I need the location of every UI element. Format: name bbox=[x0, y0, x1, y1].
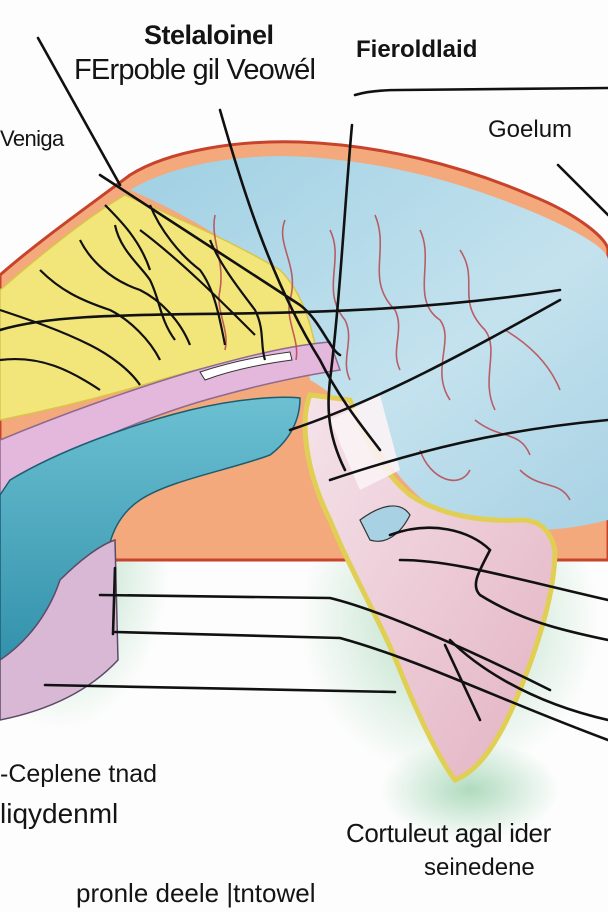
leader-lines bbox=[0, 36, 608, 742]
label-left-upper: Venigа bbox=[0, 126, 64, 151]
purple-fold bbox=[0, 538, 119, 721]
label-bottom-center: pronle deele |tntowel bbox=[76, 878, 316, 908]
label-bottom-right-1: Cortuleut agal ider bbox=[346, 818, 551, 848]
yellow-layer bbox=[0, 194, 316, 421]
label-bottom-left-1: -Ceplene tnad bbox=[0, 760, 158, 788]
title-line-2: FErpoble gil Veowél bbox=[74, 54, 316, 86]
label-top-right: Fieroldlaid bbox=[356, 36, 478, 63]
label-bottom-left-2: liqydenml bbox=[0, 798, 119, 829]
pink-band bbox=[0, 341, 342, 496]
label-right-upper: Goelum bbox=[488, 116, 573, 143]
label-bottom-right-2: seinedene bbox=[424, 854, 535, 881]
contour-lines bbox=[0, 204, 267, 391]
title-line-1: Stelaloinel bbox=[144, 20, 274, 50]
